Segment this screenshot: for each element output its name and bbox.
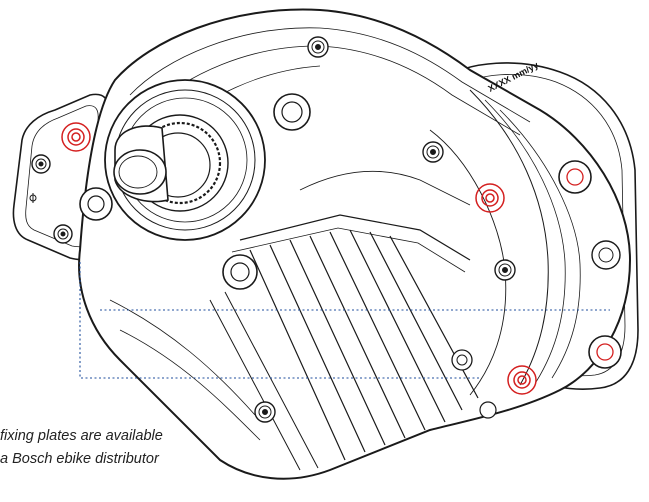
bolt-icon bbox=[422, 141, 444, 163]
bolt-icon bbox=[254, 401, 276, 423]
note-line-2: a Bosch ebike distributor bbox=[0, 451, 159, 467]
boss-icon bbox=[79, 187, 113, 221]
bolt-icon bbox=[494, 259, 516, 281]
bolt-icon bbox=[53, 224, 73, 244]
crank-spline-hub bbox=[104, 79, 266, 241]
bolt-icon bbox=[31, 154, 51, 174]
boss-icon bbox=[273, 93, 311, 131]
bolt-icon bbox=[307, 36, 329, 58]
note-line-1: fixing plates are available bbox=[0, 428, 163, 444]
boss-icon bbox=[222, 254, 258, 290]
boss-icon bbox=[451, 349, 473, 371]
right-plate-bosses bbox=[558, 160, 622, 369]
highlighted-mounting-points bbox=[61, 122, 537, 395]
red-mount-icon bbox=[61, 122, 91, 152]
mounting-bosses bbox=[79, 93, 497, 419]
red-mount-icon bbox=[475, 183, 505, 213]
red-mount-icon bbox=[507, 365, 537, 395]
boss-icon bbox=[479, 401, 497, 419]
housing-bolts bbox=[31, 36, 516, 423]
left-fixing-plate bbox=[12, 93, 110, 261]
left-plate-detail bbox=[29, 193, 37, 203]
dotted-guide-lines bbox=[79, 262, 610, 379]
